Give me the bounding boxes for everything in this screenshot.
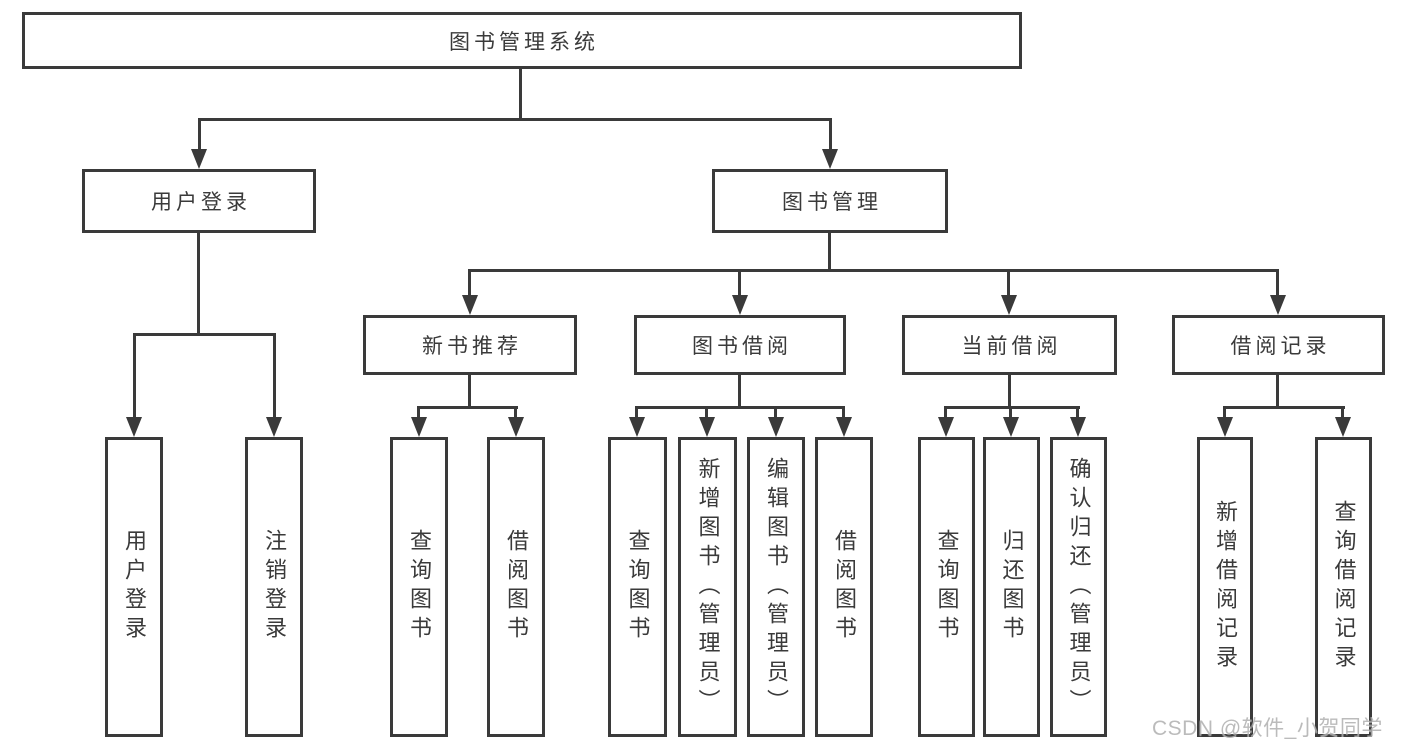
arrowhead-down-icon [836,417,852,437]
arrowhead-down-icon [1335,417,1351,437]
leaf-confirm-return-admin: 确认归还（管理员） [1050,437,1107,737]
connector-line [635,406,845,409]
node-label: 图书借阅 [692,335,792,358]
node-label: 注销登录 [262,529,287,645]
arrowhead-down-icon [126,417,142,437]
connector-line [198,118,832,121]
connector-line [705,406,708,419]
leaf-query-books-borrowing: 查询图书 [608,437,667,737]
leaf-add-books-admin: 新增图书（管理员） [678,437,737,737]
connector-line [1009,406,1012,419]
arrowhead-down-icon [508,417,524,437]
node-label: 确认归还（管理员） [1066,456,1092,718]
connector-line [1223,406,1345,409]
arrowhead-down-icon [191,149,207,169]
connector-line [417,406,518,409]
node-label: 新增借阅记录 [1213,500,1238,674]
connector-line [519,68,522,120]
node-book-borrowing: 图书借阅 [634,315,846,375]
arrowhead-down-icon [1070,417,1086,437]
node-label: 编辑图书（管理员） [764,456,789,718]
node-label: 查询图书 [934,529,960,645]
connector-line [468,269,1279,272]
connector-line [468,269,471,297]
connector-line [828,232,831,272]
node-label: 归还图书 [999,529,1025,645]
connector-line [197,233,200,336]
arrowhead-down-icon [1217,417,1233,437]
node-new-book-recommend: 新书推荐 [363,315,577,375]
node-label: 借阅记录 [1230,335,1331,358]
arrowhead-down-icon [768,417,784,437]
connector-line [1007,269,1010,297]
node-current-borrowing: 当前借阅 [902,315,1117,375]
node-label: 用户登录 [151,191,251,214]
node-borrowing-records: 借阅记录 [1172,315,1385,375]
leaf-query-books-newrec: 查询图书 [390,437,448,737]
csdn-watermark: CSDN @软件_小贺同学 [1152,717,1383,740]
arrowhead-down-icon [822,149,838,169]
leaf-query-books-current: 查询图书 [918,437,975,737]
connector-line [1076,406,1079,419]
arrowhead-down-icon [938,417,954,437]
leaf-return-books: 归还图书 [983,437,1040,737]
node-label: 查询图书 [625,529,651,645]
connector-line [273,333,276,419]
node-label: 用户登录 [122,529,147,645]
node-user-login: 用户登录 [82,169,316,233]
connector-line [738,374,741,409]
leaf-query-borrow-record: 查询借阅记录 [1315,437,1372,737]
connector-line [944,406,947,419]
leaf-borrow-books-newrec: 借阅图书 [487,437,545,737]
node-library-management-system: 图书管理系统 [22,12,1022,69]
arrowhead-down-icon [1270,295,1286,315]
connector-line [133,333,276,336]
node-label: 新增图书（管理员） [695,456,721,718]
connector-line [635,406,638,419]
leaf-edit-books-admin: 编辑图书（管理员） [747,437,805,737]
node-label: 图书管理 [782,191,882,214]
node-label: 新书推荐 [422,335,522,358]
connector-line [842,406,845,419]
arrowhead-down-icon [266,417,282,437]
connector-line [1223,406,1226,419]
connector-line [1276,269,1279,297]
connector-line [829,118,832,152]
connector-line [417,406,420,419]
node-label: 当前借阅 [961,335,1062,358]
leaf-borrow-books-borrowing: 借阅图书 [815,437,873,737]
connector-line [1008,374,1011,409]
connector-line [944,406,1080,409]
leaf-add-borrow-record: 新增借阅记录 [1197,437,1253,737]
connector-line [468,374,471,409]
node-book-management: 图书管理 [712,169,948,233]
connector-line [1276,374,1279,409]
arrowhead-down-icon [462,295,478,315]
node-label: 借阅图书 [504,529,529,645]
connector-line [514,406,517,419]
connector-line [738,269,741,297]
connector-line [133,333,136,419]
connector-line [198,118,201,152]
arrowhead-down-icon [1003,417,1019,437]
node-label: 查询图书 [407,529,432,645]
arrowhead-down-icon [699,417,715,437]
arrowhead-down-icon [629,417,645,437]
arrowhead-down-icon [732,295,748,315]
leaf-logout: 注销登录 [245,437,303,737]
connector-line [774,406,777,419]
leaf-user-login: 用户登录 [105,437,163,737]
node-label: 查询借阅记录 [1331,500,1357,674]
arrowhead-down-icon [411,417,427,437]
connector-line [1341,406,1344,419]
node-label: 借阅图书 [832,529,857,645]
node-label: 图书管理系统 [449,30,599,54]
arrowhead-down-icon [1001,295,1017,315]
